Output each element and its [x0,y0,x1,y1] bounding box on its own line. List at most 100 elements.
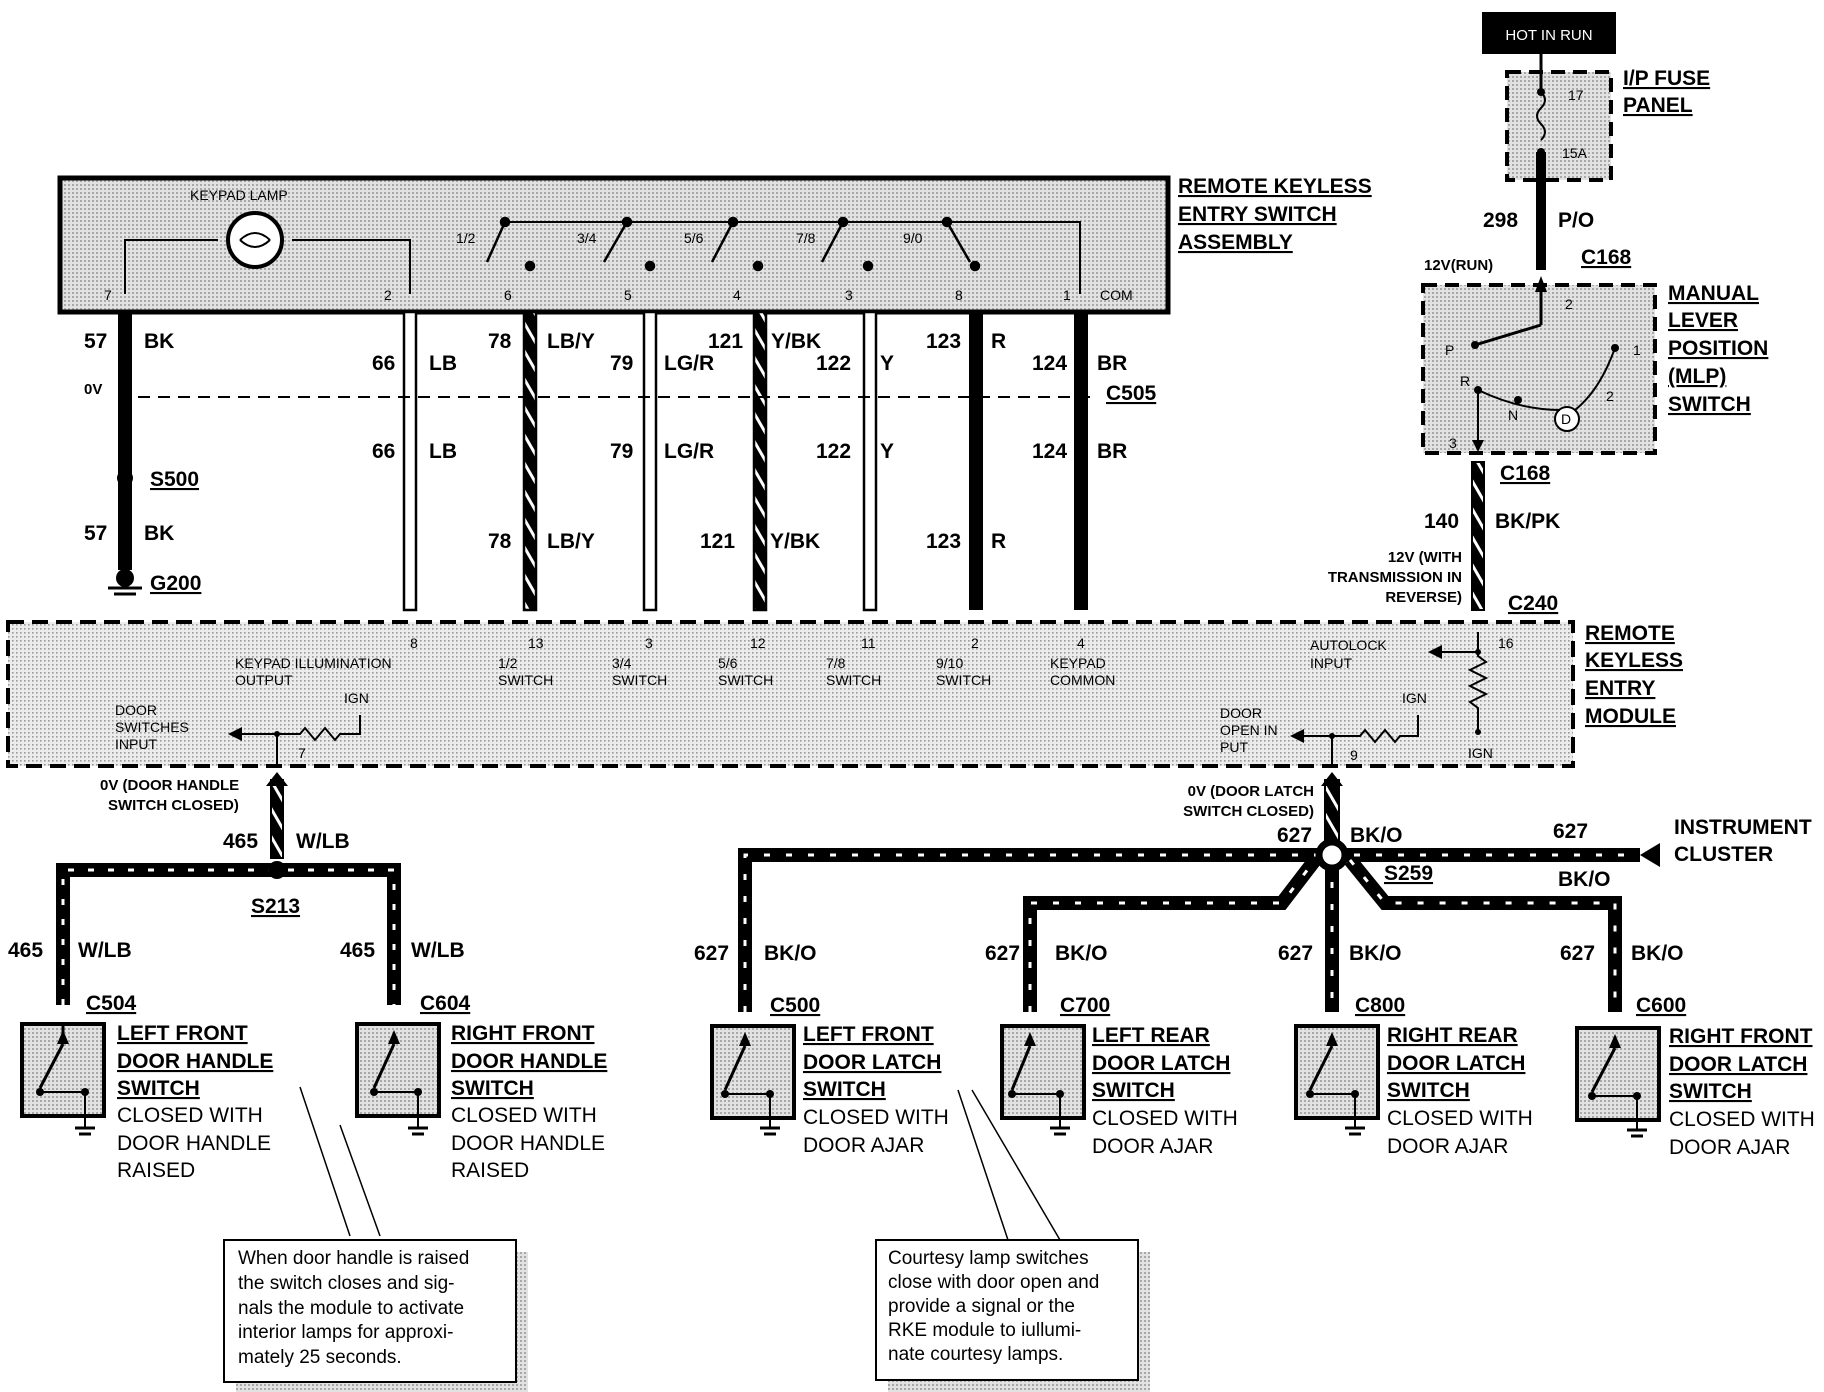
diagram-label: LEFT REAR [1092,1024,1210,1047]
diagram-label: HOT IN RUN [1505,27,1592,44]
diagram-label: BK/PK [1495,510,1560,533]
diagram-label: C604 [420,992,471,1015]
diagram-label: S213 [251,895,300,918]
diagram-label: 1 [1063,287,1071,303]
diagram-label: (MLP) [1668,365,1726,388]
diagram-label: LB [429,352,457,375]
diagram-label: 3 [645,635,653,651]
diagram-label: C800 [1355,994,1405,1017]
diagram-label: PUT [1220,739,1248,755]
diagram-label: DOOR [115,702,157,718]
diagram-label: SWITCH [803,1078,886,1101]
diagram-label: 8 [410,635,418,651]
diagram-label: CLOSED WITH [803,1106,949,1129]
diagram-label: 2 [971,635,979,651]
diagram-label: C504 [86,992,137,1015]
diagram-label: 57 [84,522,107,545]
diagram-label: 12 [750,635,766,651]
arrow-icon [1640,843,1660,867]
diagram-label: Y/BK [771,330,821,353]
diagram-label: S500 [150,468,199,491]
diagram-label: 79 [610,352,633,375]
diagram-label: provide a signal or the [888,1296,1075,1317]
diagram-label: C240 [1508,592,1558,615]
diagram-label: 1/2 [498,655,518,671]
diagram-label: LB/Y [547,530,595,553]
diagram-label: RIGHT FRONT [1669,1025,1813,1048]
diagram-label: 627 [985,942,1020,965]
diagram-label: 627 [1277,824,1312,847]
diagram-label: BK/O [1558,868,1611,891]
fuse-panel: 17 15A I/P FUSE PANEL [1505,54,1710,182]
mlp-switch: 2 P R N D 1 2 3 MANUAL LEVER POSITION (M… [1421,276,1768,455]
diagram-label: KEYPAD LAMP [190,187,288,203]
diagram-label: REMOTE [1585,622,1675,645]
diagram-label: SWITCH [1668,393,1751,416]
diagram-label: I/P FUSE [1623,67,1710,90]
diagram-label: ENTRY SWITCH [1178,203,1337,226]
diagram-label: LEFT FRONT [117,1022,248,1045]
splice-s259 [1315,838,1349,872]
diagram-label: REMOTE KEYLESS [1178,175,1372,198]
diagram-label: 4 [1077,635,1085,651]
diagram-label: SWITCHES [115,719,189,735]
diagram-label: DOOR HANDLE [451,1132,605,1155]
diagram-label: DOOR [1220,705,1262,721]
diagram-label: SWITCH CLOSED) [108,797,239,814]
diagram-label: BK/O [1350,824,1403,847]
diagram-label: MANUAL [1668,282,1759,305]
diagram-label: 7/8 [796,230,816,246]
diagram-label: BK [144,522,174,545]
diagram-label: close with door open and [888,1272,1099,1293]
diagram-label: C168 [1581,246,1632,269]
diagram-label: 7 [298,745,306,761]
diagram-label: BK/O [1631,942,1684,965]
diagram-label: 0V [84,381,102,398]
switch-right-front-latch [1575,1026,1661,1138]
diagram-label: SWITCH [1669,1080,1752,1103]
diagram-label: 627 [1553,820,1588,843]
diagram-label: SWITCH CLOSED) [1183,803,1314,820]
diagram-label: DOOR AJAR [803,1134,924,1157]
diagram-label: 9/10 [936,655,963,671]
switch-left-rear-latch [1000,1024,1086,1136]
diagram-label: RIGHT REAR [1387,1024,1518,1047]
diagram-label: 627 [1560,942,1595,965]
diagram-label: interior lamps for approxi- [238,1322,453,1343]
diagram-label: R [1460,373,1470,389]
diagram-label: DOOR AJAR [1092,1135,1213,1158]
diagram-label: CLOSED WITH [1669,1108,1815,1131]
ground-g200 [108,569,142,596]
diagram-label: nate courtesy lamps. [888,1344,1063,1365]
diagram-label: 627 [694,942,729,965]
diagram-label: Y [880,352,894,375]
diagram-label: 2 [1565,296,1573,312]
diagram-label: LB [429,440,457,463]
diagram-label: LG/R [664,352,714,375]
diagram-label: 17 [1568,87,1584,103]
diagram-label: DOOR LATCH [803,1051,941,1074]
diagram-label: SWITCH [117,1077,200,1100]
diagram-label: BK/O [1055,942,1108,965]
diagram-label: 13 [528,635,544,651]
note-courtesy-lamp: Courtesy lamp switches close with door o… [875,1239,1150,1392]
diagram-label: 78 [488,530,512,553]
diagram-label: 6 [504,287,512,303]
diagram-label: 11 [861,635,876,651]
diagram-label: 140 [1424,510,1459,533]
diagram-label: 124 [1032,440,1067,463]
diagram-label: DOOR LATCH [1387,1052,1525,1075]
diagram-label: OPEN IN [1220,722,1278,738]
diagram-label: nals the module to activate [238,1298,464,1319]
diagram-label: LEFT FRONT [803,1023,934,1046]
diagram-label: 5/6 [684,230,704,246]
splice-s213 [268,861,286,879]
diagram-label: 2 [384,287,392,303]
diagram-label: 3/4 [612,655,632,671]
diagram-label: Y/BK [770,530,820,553]
diagram-label: W/LB [411,939,465,962]
diagram-label: D [1561,411,1571,427]
diagram-label: CLOSED WITH [1092,1107,1238,1130]
diagram-label: 465 [8,939,43,962]
